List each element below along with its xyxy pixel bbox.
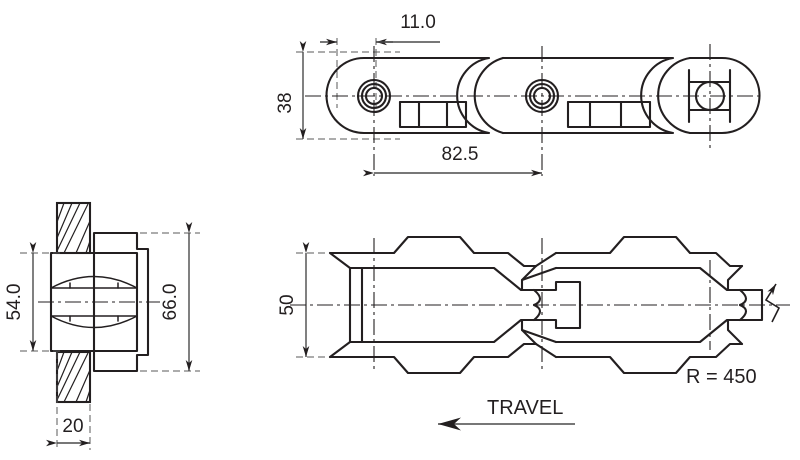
rib-block-1	[398, 100, 468, 129]
side-section-view: 54.0 66.0 20	[4, 201, 200, 450]
plan-link2-lower-joint-inner	[520, 328, 558, 344]
hatch-group-lower	[56, 351, 91, 403]
plan-link2-upper-inner	[554, 266, 742, 292]
dim-label-pitch: 82.5	[442, 144, 479, 165]
dim-label-flange-thickness: 20	[62, 416, 83, 437]
plan-link1-upper-outline	[328, 235, 538, 268]
top-joint-curve-a	[456, 56, 491, 135]
plan-link2-lower-outline	[554, 342, 744, 375]
sleeve-outer-profile	[92, 231, 150, 373]
dim-label-pin-offset: 11.0	[400, 12, 436, 33]
plan-link2-upper-joint-inner	[520, 266, 558, 282]
travel-label: TRAVEL	[487, 397, 563, 419]
rib-block-2	[566, 100, 652, 129]
dim-label-overall-width: 66.0	[160, 284, 181, 321]
plan-waist-upper-1	[532, 288, 542, 307]
radius-leader-line	[764, 283, 781, 323]
plan-link2-upper-outline	[554, 235, 744, 268]
plan-link2-lower-inner	[554, 318, 742, 344]
dim-label-link-height: 38	[275, 92, 296, 113]
roller-crown-lower	[50, 315, 138, 329]
dim-label-plan-width: 50	[277, 294, 298, 315]
plan-link2-upper-joint	[534, 251, 558, 268]
plan-waist-lower-1	[532, 303, 542, 322]
plan-link1-upper-inner	[328, 251, 536, 292]
dim-label-roller-diameter: 54.0	[4, 284, 25, 321]
roller-crown-upper	[50, 275, 138, 289]
plan-waist-upper-2	[738, 288, 748, 307]
hatch-group-upper	[56, 202, 91, 254]
plan-view: 50 R	[277, 235, 790, 431]
plan-link1-lower-outline	[328, 342, 538, 375]
top-elevation-view: 38 11.0	[275, 12, 761, 177]
plan-link2-lower-joint	[534, 342, 558, 359]
plan-waist-lower-2	[738, 303, 748, 322]
plan-link1-lower-inner	[328, 318, 536, 359]
radius-note-label: R = 450	[686, 366, 757, 388]
